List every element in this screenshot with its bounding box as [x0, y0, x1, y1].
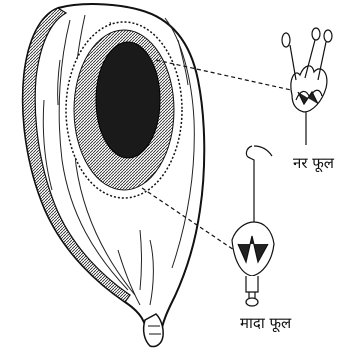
fig-stalk	[144, 314, 164, 347]
label-male-flower: नर फूल	[293, 156, 334, 171]
male-flower	[282, 28, 332, 145]
fig-cavity-core	[96, 42, 160, 158]
female-flower	[232, 146, 274, 306]
label-female-flower: मादा फूल	[240, 316, 291, 331]
